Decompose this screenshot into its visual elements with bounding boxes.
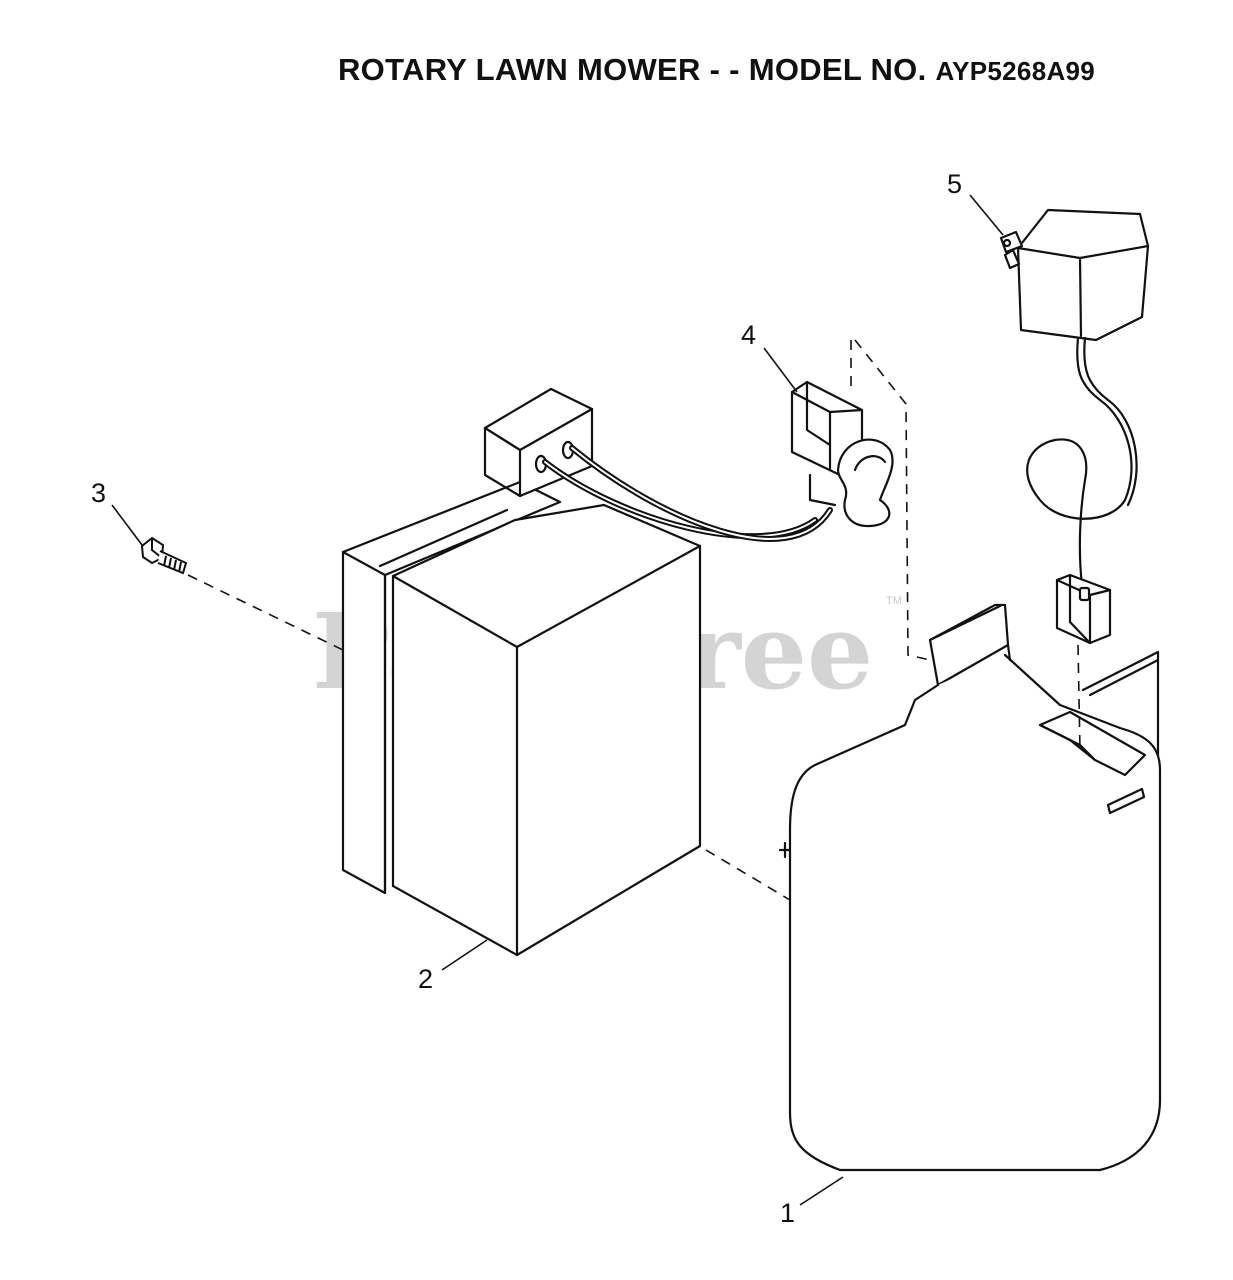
model-number: AYP5268A99 — [935, 56, 1096, 86]
title-text: ROTARY LAWN MOWER - - MODEL NO. — [338, 52, 927, 87]
diagram-title: ROTARY LAWN MOWER - - MODEL NO. AYP5268A… — [338, 52, 1095, 88]
callout-1: 1 — [780, 1198, 795, 1228]
battery-box-part — [341, 387, 702, 957]
screw-part — [140, 536, 188, 575]
leader-lines — [111, 194, 1004, 1206]
callout-2: 2 — [418, 964, 433, 994]
assembly-lines — [187, 339, 1081, 901]
battery-cover-part — [778, 603, 1162, 1172]
wire-clip-part — [790, 380, 894, 528]
callout-3: 3 — [91, 478, 106, 508]
charger-part — [999, 208, 1150, 645]
callout-5: 5 — [947, 169, 962, 199]
watermark-trademark: TM — [886, 595, 902, 607]
callout-4: 4 — [741, 320, 756, 350]
